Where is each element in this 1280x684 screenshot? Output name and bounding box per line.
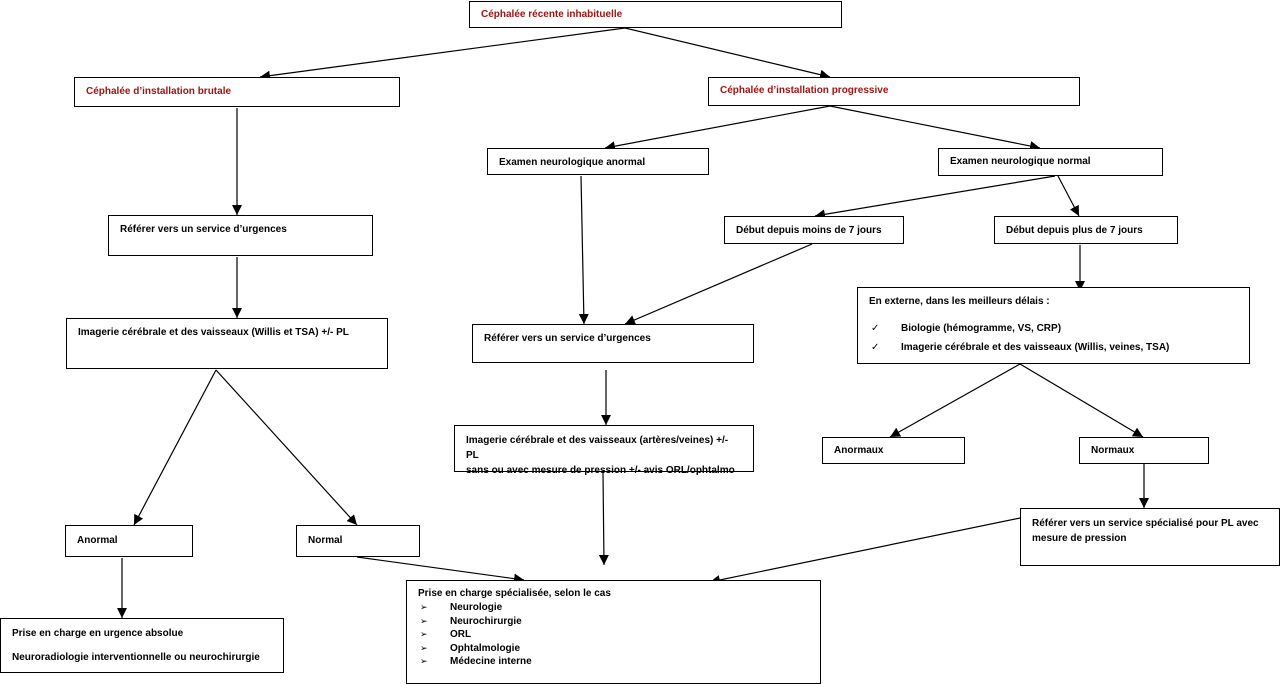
arrow-progressive-exam-anormal [604,105,831,152]
urgence-absolue-line2: Neuroradiologie interventionnelle ou neu… [12,652,260,663]
arrow-moins7-urgences [624,243,813,325]
arrow-exam-normal-plus7 [1057,175,1080,217]
prise-charge-item: ➢ ORL [418,628,809,642]
arrow-exam-normal-moins7 [814,175,1056,220]
arrow-referer-pl-prise [709,517,1021,585]
prise-charge-item: ➢ Ophtalmologie [418,642,809,656]
node-normal: Normal [296,525,420,557]
node-referer-urgences-1: Référer vers un service d’urgences [108,215,373,256]
imagerie-arteres-line1: Imagerie cérébrale et des vaisseaux (art… [466,435,729,461]
arrow-willis-normal [215,369,358,526]
prise-charge-item-label: Ophtalmologie [450,642,520,654]
externe-item: ✓ Imagerie cérébrale et des vaisseaux (W… [869,341,1238,355]
arrow-exam-anormal-urgences [578,175,589,325]
arrow-progressive-exam-normal [829,105,1041,151]
node-root: Céphalée récente inhabituelle [469,1,842,28]
node-brutale: Céphalée d’installation brutale [74,77,400,107]
arrow-externe-normaux [1019,363,1144,438]
check-icon: ✓ [871,323,880,334]
urgence-absolue-line1: Prise en charge en urgence absolue [12,628,184,639]
node-imagerie-willis: Imagerie cérébrale et des vaisseaux (Wil… [66,318,388,369]
node-imagerie-arteres: Imagerie cérébrale et des vaisseaux (art… [454,425,754,476]
node-anormal: Anormal [65,525,193,557]
arrowhead-bullet-icon: ➢ [420,656,428,666]
node-exam-anormal: Examen neurologique anormal [487,148,709,175]
node-externe: En externe, dans les meilleurs délais : … [857,287,1250,364]
externe-item-label: Imagerie cérébrale et des vaisseaux (Wil… [901,342,1170,353]
prise-charge-item-label: Médecine interne [450,656,532,667]
arrowhead-bullet-icon: ➢ [420,629,428,639]
check-icon: ✓ [871,342,880,353]
externe-item: ✓ Biologie (hémogramme, VS, CRP) [869,322,1238,336]
prise-charge-title: Prise en charge spécialisée, selon le ca… [418,588,611,599]
imagerie-arteres-line2: sans ou avec mesure de pression +/- avis… [466,465,735,476]
arrowhead-bullet-icon: ➢ [420,615,428,626]
node-referer-urgences-2: Référer vers un service d’urgences [472,324,754,363]
arrowhead-bullet-icon: ➢ [420,642,428,653]
prise-charge-item-label: Neurochirurgie [450,615,522,627]
prise-charge-item: ➢ Médecine interne [418,655,809,669]
referer-pl-line1: Référer vers un service spécialisé pour … [1032,518,1259,529]
arrowhead-bullet-icon: ➢ [420,602,428,612]
node-debut-plus-7: Début depuis plus de 7 jours [994,216,1178,244]
node-exam-normal: Examen neurologique normal [938,148,1163,176]
node-anormaux: Anormaux [822,437,965,464]
referer-pl-line2: mesure de pression [1032,533,1127,544]
prise-charge-item-label: ORL [450,629,472,640]
arrow-willis-anormal [133,369,217,526]
arrow-imagerie-arteres-prise [598,471,609,566]
node-urgence-absolue: Prise en charge en urgence absolue Neuro… [0,618,284,673]
node-debut-moins-7: Début depuis moins de 7 jours [724,216,904,244]
node-progressive: Céphalée d’installation progressive [708,77,1080,106]
arrow-root-brutale [259,27,626,81]
node-prise-charge-specialisee: Prise en charge spécialisée, selon le ca… [406,580,821,684]
externe-item-label: Biologie (hémogramme, VS, CRP) [901,323,1062,334]
arrow-root-progressive [624,27,831,80]
node-normaux: Normaux [1079,437,1209,464]
arrow-normal-prise [356,556,525,584]
prise-charge-item: ➢ Neurologie [418,601,809,615]
arrow-externe-anormaux [889,363,1021,438]
prise-charge-item-label: Neurologie [450,602,503,613]
prise-charge-item: ➢ Neurochirurgie [418,615,809,629]
node-referer-pl: Référer vers un service spécialisé pour … [1020,508,1280,566]
externe-title: En externe, dans les meilleurs délais : [869,296,1050,307]
